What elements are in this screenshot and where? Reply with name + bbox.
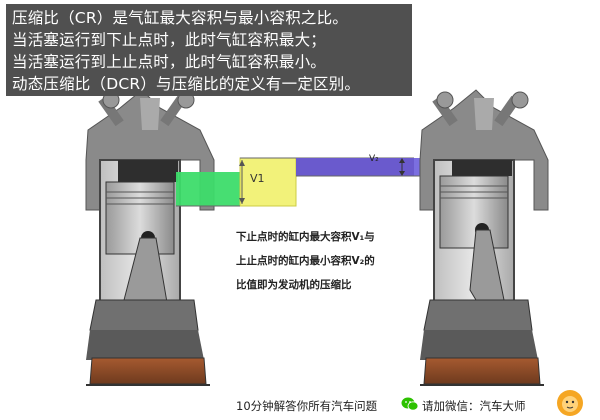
wechat-icon [401, 397, 419, 411]
v2-label: V₂ [369, 154, 379, 164]
lion-logo [557, 390, 583, 416]
caption-line-1: 下止点时的缸内最大容积V₁与 [236, 231, 375, 243]
combustion-chamber-right [452, 160, 512, 176]
left-engine [85, 89, 215, 388]
wechat-contact: 请加微信：汽车大师 [422, 399, 526, 413]
combustion-chamber-left [118, 160, 178, 182]
title-line-4: 动态压缩比（DCR）与压缩比的定义有一定区别。 [12, 75, 361, 93]
title-line-3: 当活塞运行到上止点时，此时气缸容积最小。 [12, 53, 327, 71]
v1-label: V1 [250, 172, 265, 185]
title-line-2: 当活塞运行到下止点时，此时气缸容积最大； [12, 31, 327, 49]
v1-volume [176, 157, 414, 207]
title-line-1: 压缩比（CR）是气缸最大容积与最小容积之比。 [12, 9, 348, 27]
title-box: 压缩比（CR）是气缸最大容积与最小容积之比。 当活塞运行到下止点时，此时气缸容积… [6, 4, 412, 96]
caption-line-2: 上止点时的缸内最小容积V₂的 [236, 255, 375, 267]
caption-line-3: 比值即为发动机的压缩比 [236, 279, 352, 291]
footer-slogan: 10分钟解答你所有汽车问题 [236, 399, 378, 413]
footer-bar: 10分钟解答你所有汽车问题 请加微信：汽车大师 [0, 386, 600, 420]
right-engine [419, 89, 549, 388]
